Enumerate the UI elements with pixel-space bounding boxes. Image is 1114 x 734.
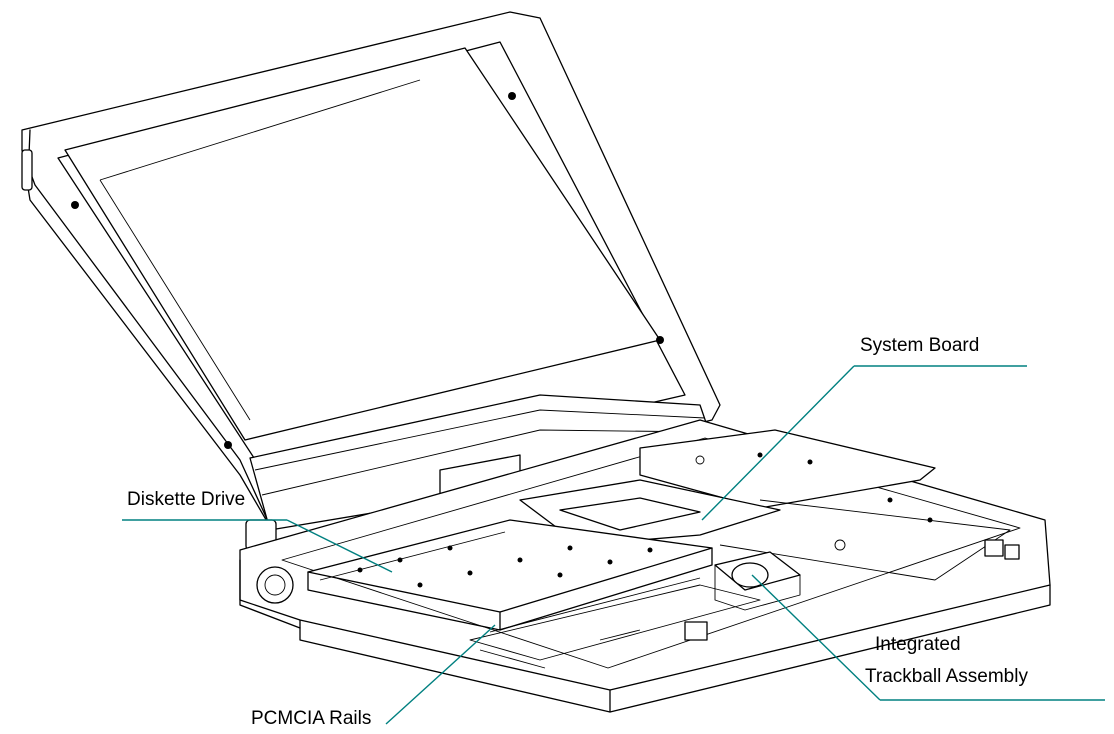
label-pcmcia-rails: PCMCIA Rails [251,708,372,729]
diskette-drive-leader [122,519,393,573]
trackball-drawing [714,551,801,611]
label-diskette-drive: Diskette Drive [127,489,246,510]
diskette-drive-drawing [307,519,713,631]
label-system-board: System Board [860,335,980,356]
pcmcia-rails-leader [385,624,496,725]
label-trackball-line2: Trackball Assembly [865,666,1028,687]
system-board-drawing [519,429,1020,581]
trackball-leader [751,574,1105,701]
leader-lines [122,365,1105,725]
system-board-leader [701,365,1027,521]
label-trackball-line1: Integrated [875,634,961,655]
pcmcia-rails-drawing [469,577,761,669]
display-lid [21,11,721,531]
